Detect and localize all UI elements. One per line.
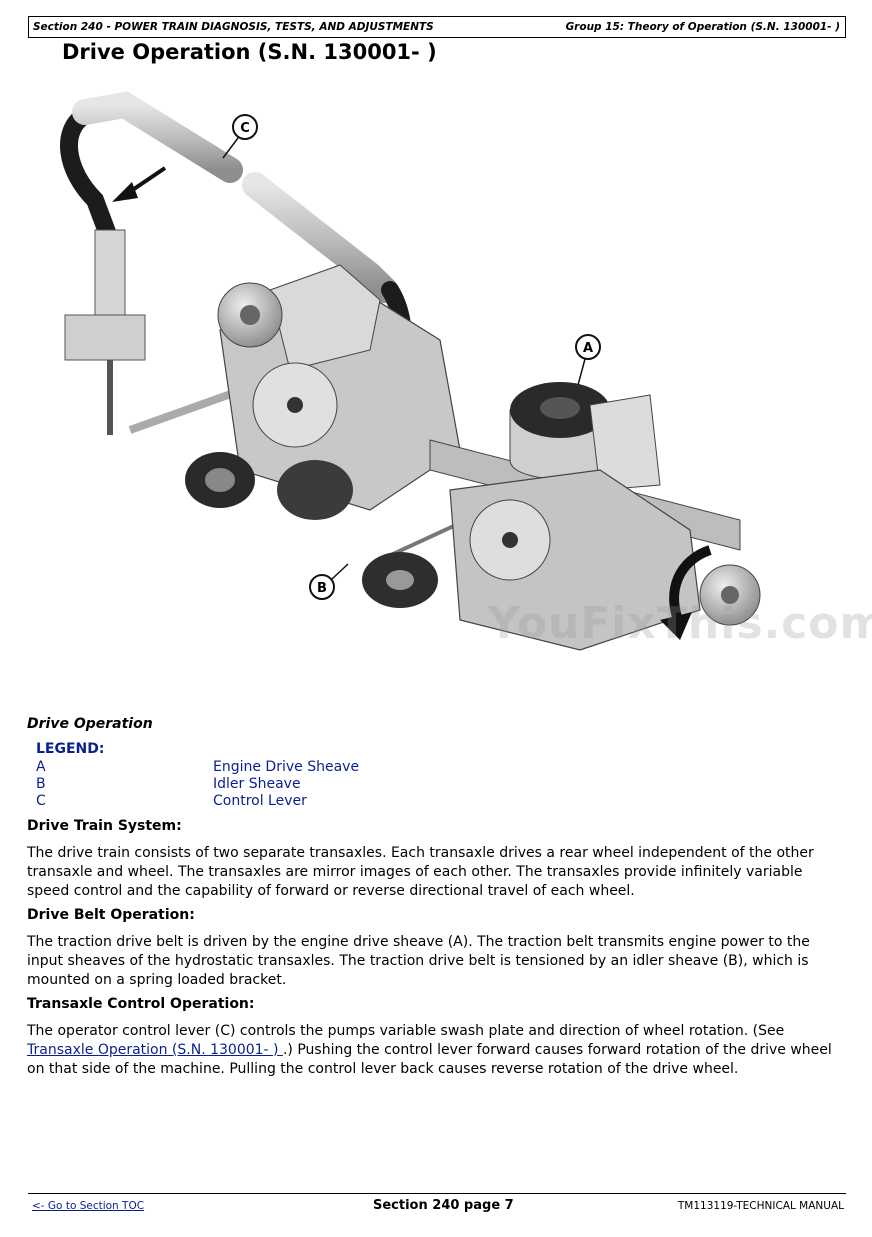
- callout-a: [575, 334, 601, 360]
- callout-b: [309, 574, 335, 600]
- legend-label: Control Lever: [213, 793, 307, 809]
- callout-b-label: B: [317, 581, 327, 596]
- oil-reservoir: [589, 394, 661, 491]
- legend-key: B: [36, 776, 46, 792]
- callout-a-label: A: [583, 341, 593, 356]
- watermark: YouFixThis.com: [488, 598, 872, 649]
- left-transaxle-top: [269, 264, 381, 371]
- section-heading-transaxle-control: Transaxle Control Operation:: [27, 996, 255, 1012]
- header-group: Group 15: Theory of Operation (S.N. 1300…: [565, 21, 840, 33]
- header-section: Section 240 - POWER TRAIN DIAGNOSIS, TES…: [33, 21, 434, 33]
- drivetrain-drawing: C A B: [60, 91, 761, 651]
- lever-grip: [60, 106, 119, 249]
- paragraph-drive-belt: The traction drive belt is driven by the…: [27, 934, 810, 988]
- legend-item: B Idler Sheave: [36, 776, 436, 794]
- page-title: Drive Operation (S.N. 130001- ): [62, 40, 437, 64]
- section-toc-link[interactable]: <- Go to Section TOC: [32, 1200, 145, 1212]
- lever-bracket: [94, 229, 126, 321]
- lever-tube-right: [242, 172, 398, 303]
- manual-id: TM113119-TECHNICAL MANUAL: [677, 1200, 844, 1212]
- transaxle-operation-link[interactable]: Transaxle Operation (S.N. 130001- ): [27, 1042, 283, 1058]
- legend-key: C: [36, 793, 46, 809]
- legend-key: A: [36, 759, 46, 775]
- page-number: Section 240 page 7: [373, 1198, 514, 1213]
- paragraph-drive-train: The drive train consists of two separate…: [27, 845, 814, 899]
- section-heading-drive-belt: Drive Belt Operation:: [27, 907, 195, 923]
- legend-item: A Engine Drive Sheave: [36, 759, 436, 777]
- page-header: Section 240 - POWER TRAIN DIAGNOSIS, TES…: [28, 16, 846, 38]
- paragraph-text: .) Pushing the control lever forward cau…: [27, 1042, 832, 1077]
- footer-divider: [28, 1193, 846, 1194]
- legend-title: LEGEND:: [36, 741, 105, 757]
- rotation-arrow: [669, 545, 712, 627]
- callout-c-label: C: [240, 121, 250, 136]
- callout-c: [232, 114, 258, 140]
- figure-caption: Drive Operation: [27, 716, 153, 732]
- legend-label: Idler Sheave: [213, 776, 301, 792]
- section-heading-drive-train: Drive Train System:: [27, 818, 182, 834]
- legend-item: C Control Lever: [36, 793, 436, 811]
- paragraph-text: The operator control lever (C) controls …: [27, 1023, 785, 1039]
- drive-operation-illustration: C A B: [40, 90, 870, 670]
- legend-label: Engine Drive Sheave: [213, 759, 360, 775]
- lever-mount-plate: [64, 314, 146, 361]
- paragraph-transaxle-control: The operator control lever (C) controls …: [27, 1022, 842, 1079]
- lever-tube-left: [72, 91, 243, 183]
